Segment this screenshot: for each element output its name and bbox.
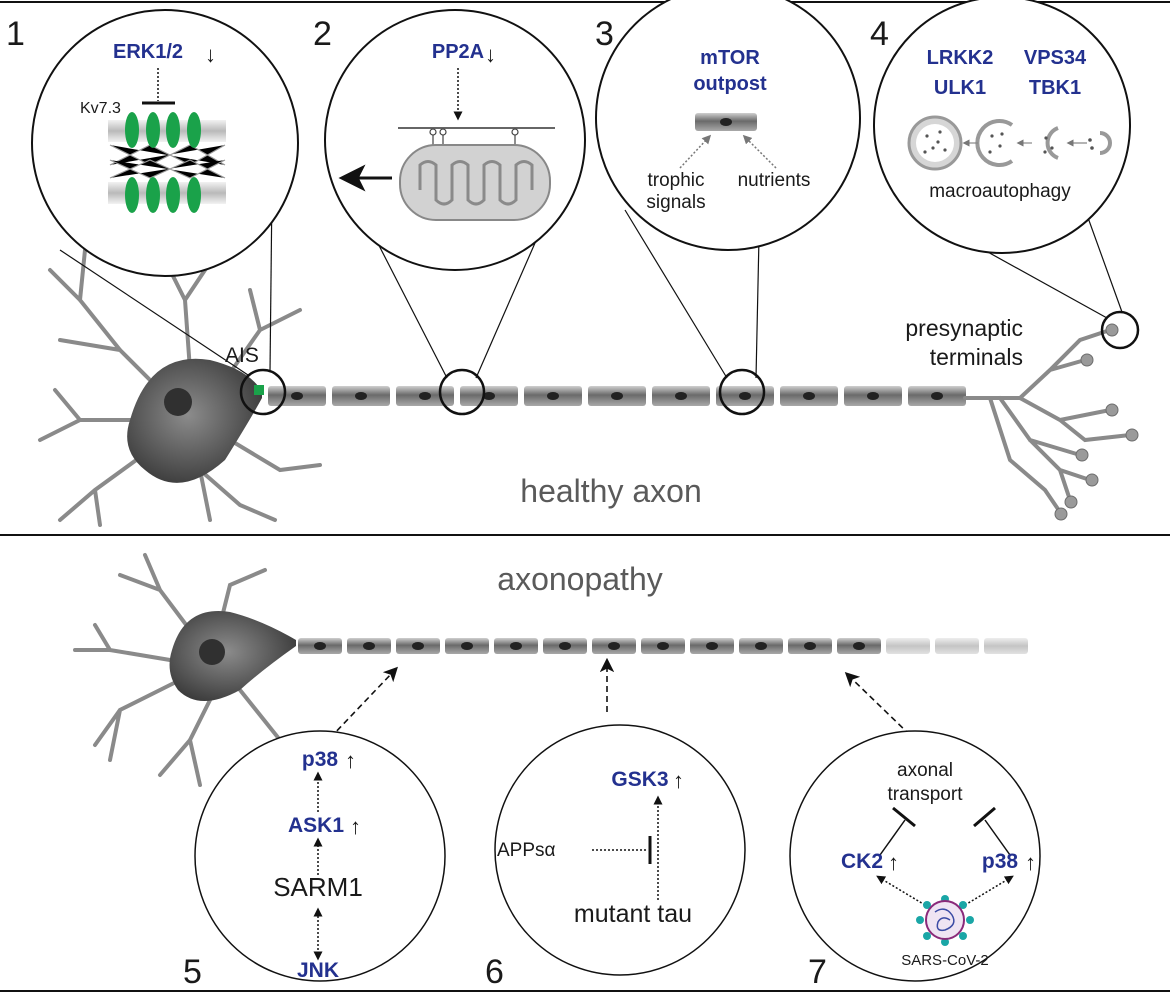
segment-nucleus (547, 392, 559, 400)
segment-nucleus (755, 642, 767, 650)
segment-nucleus (611, 392, 623, 400)
myelin-segment (886, 638, 930, 654)
tbk1-label: TBK1 (1029, 77, 1081, 99)
gsk3-up-arrow: ↑ (673, 768, 684, 793)
zoom-terminal (1100, 310, 1140, 350)
segment-nucleus (675, 392, 687, 400)
mutant-tau-label: mutant tau (574, 900, 692, 928)
outpost-label: outpost (693, 73, 767, 95)
p38-label-7: p38 (982, 850, 1019, 873)
mtor-label: mTOR (700, 47, 760, 69)
panel-1-ais: ERK1/2 ↓ Kv7.3 (31, 9, 299, 277)
segment-nucleus (461, 642, 473, 650)
segment-nucleus (559, 642, 571, 650)
sars-cov-2-virus-icon (916, 895, 974, 946)
ais-marker (254, 385, 264, 395)
gsk3-label: GSK3 (611, 768, 668, 791)
myelin-segment (935, 638, 979, 654)
segment-nucleus (706, 642, 718, 650)
segment-nucleus (608, 642, 620, 650)
panel-4-autophagy: LRKK2 VPS34 ULK1 TBK1 macroautophagy (873, 0, 1131, 254)
segment-nucleus (291, 392, 303, 400)
erk-down-arrow: ↓ (205, 42, 216, 67)
p38-up-arrow-5: ↑ (345, 748, 356, 773)
ck2-label: CK2 (841, 850, 883, 873)
axonopathy-title: axonopathy (497, 561, 662, 597)
pp2a-down-arrow: ↓ (485, 42, 496, 67)
pp2a-label: PP2A (432, 41, 484, 63)
lrkk2-label: LRKK2 (927, 47, 994, 69)
segment-nucleus (853, 642, 865, 650)
signals-label: signals (646, 192, 705, 213)
segment-nucleus (419, 392, 431, 400)
erk-label: ERK1/2 (113, 41, 183, 63)
myelin-segment (984, 638, 1028, 654)
kv73-channels (125, 112, 201, 213)
segment-nucleus (510, 642, 522, 650)
panel-number-6: 6 (485, 953, 504, 991)
healthy-axon-title: healthy axon (520, 473, 701, 509)
ck2-up-arrow: ↑ (888, 850, 899, 875)
apps-alpha-label: APPsα (497, 840, 556, 861)
p38-label-5: p38 (302, 748, 339, 771)
nucleus (164, 388, 192, 416)
segment-nucleus (931, 392, 943, 400)
ask1-up-arrow: ↑ (350, 814, 361, 839)
segment-nucleus (803, 392, 815, 400)
zoom-node-2 (438, 368, 486, 416)
transport-label: transport (888, 784, 964, 805)
terminals-label: terminals (930, 344, 1023, 370)
diseased-neuron (73, 553, 1028, 792)
panel-number-7: 7 (808, 953, 827, 991)
segment-nucleus (657, 642, 669, 650)
panel-3-mtor: mTOR outpost trophic signals nutrients (595, 0, 861, 251)
segment-nucleus (804, 642, 816, 650)
ask1-label: ASK1 (288, 814, 344, 837)
panel-7-sars: axonal transport CK2 ↑ p38 ↑ SARS-CoV-2 (789, 730, 1041, 982)
mitochondrion (399, 144, 551, 221)
kv73-label: Kv7.3 (80, 100, 121, 117)
zoom-node-3 (718, 368, 766, 416)
panel-number-3: 3 (595, 15, 614, 53)
panel-6-gsk3: GSK3 ↑ APPsα mutant tau (494, 724, 746, 976)
nutrients-label: nutrients (738, 170, 811, 191)
jnk-label: JNK (297, 959, 339, 982)
vps34-label: VPS34 (1024, 47, 1087, 69)
panel-5-sarm1: p38 ↑ ASK1 ↑ SARM1 JNK (194, 730, 446, 982)
segment-nucleus (867, 392, 879, 400)
segment-nucleus (355, 392, 367, 400)
panel-2-mitochondria: PP2A ↓ (324, 9, 586, 271)
panel-number-1: 1 (6, 15, 25, 53)
panel-number-4: 4 (870, 15, 889, 53)
diseased-soma (169, 611, 296, 701)
segment-nucleus (412, 642, 424, 650)
axonal-label: axonal (897, 760, 953, 781)
ais-label: AIS (225, 344, 259, 367)
segment-nucleus (483, 392, 495, 400)
zoom-ais (239, 368, 287, 416)
macroautophagy-label: macroautophagy (929, 181, 1071, 202)
segment-nucleus (363, 642, 375, 650)
sars-cov-2-label: SARS-CoV-2 (901, 952, 989, 969)
presynaptic-label: presynaptic (905, 315, 1023, 341)
segment-nucleus (314, 642, 326, 650)
healthy-neuron (38, 213, 1139, 527)
sarm1-label: SARM1 (273, 872, 363, 902)
ulk1-label: ULK1 (934, 77, 986, 99)
panel-number-5: 5 (183, 953, 202, 991)
soma (127, 358, 262, 483)
p38-up-arrow-7: ↑ (1025, 850, 1036, 875)
panel-number-2: 2 (313, 15, 332, 53)
trophic-label: trophic (647, 170, 704, 191)
segment-nucleus (739, 392, 751, 400)
